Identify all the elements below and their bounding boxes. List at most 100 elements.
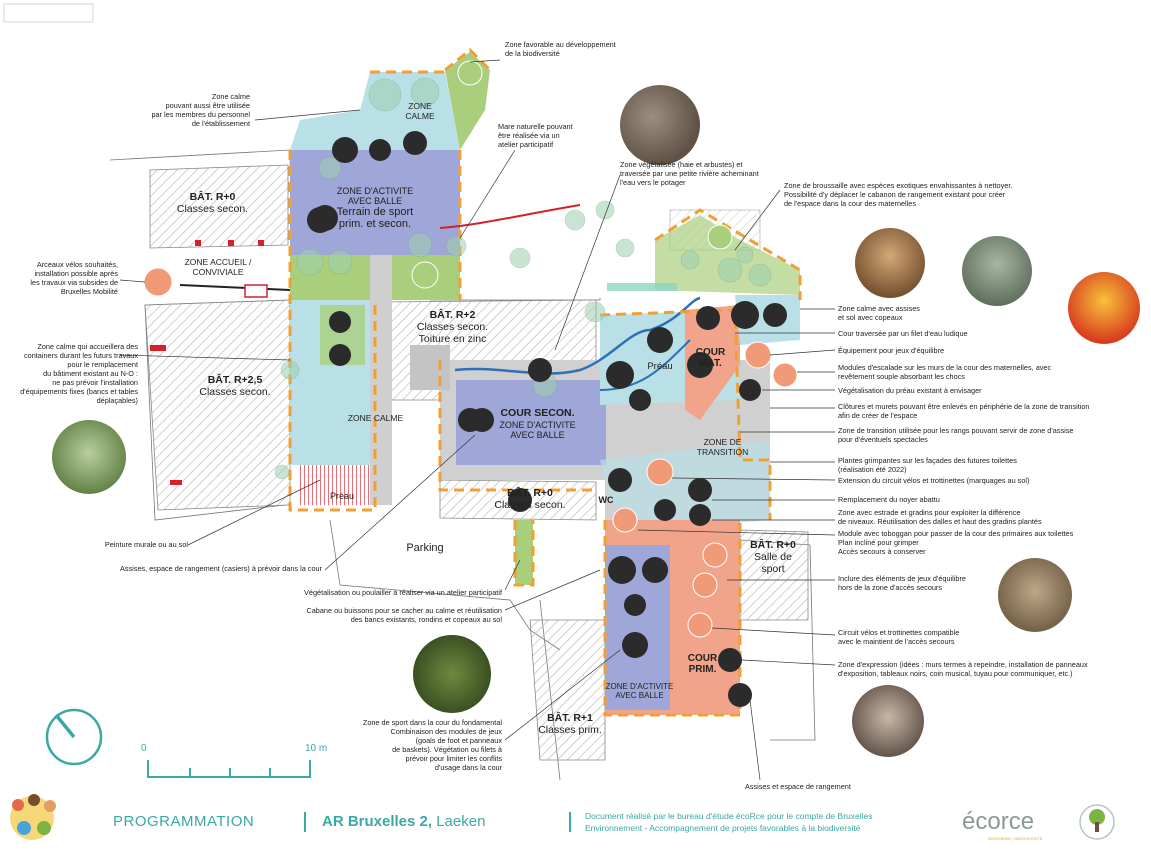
annotation-r3: Équipement pour jeux d'équilibre bbox=[838, 346, 945, 355]
tree-icon-mat bbox=[687, 352, 713, 378]
people-icon-mat bbox=[647, 327, 673, 353]
kids-illustration bbox=[10, 794, 56, 840]
photo-picnic-table bbox=[52, 420, 126, 494]
annotation-b1: Peinture murale ou au sol bbox=[104, 540, 188, 549]
bike-icon-trans bbox=[646, 458, 674, 486]
trees bbox=[274, 77, 772, 480]
photo-hideout bbox=[413, 635, 491, 713]
annotation-r2: Cour traversée par un filet d'eau ludiqu… bbox=[838, 329, 968, 338]
storage-icon-mat bbox=[696, 306, 720, 330]
annotation-r6: Clôtures et murets pouvant être enlevés … bbox=[838, 402, 1090, 420]
annotation-b5: Zone de sport dans la cour du fondamenta… bbox=[362, 718, 502, 772]
sport-icon-prim bbox=[622, 632, 648, 658]
annotation-r11: Zone avec estrade et gradins pour exploi… bbox=[838, 508, 1042, 526]
annotation-r15: Zone d'expression (idées : murs termes à… bbox=[838, 660, 1088, 678]
zone-accueil-label: ZONE ACCUEIL /CONVIVIALE bbox=[184, 257, 252, 277]
building-r2-5 bbox=[144, 299, 291, 511]
annotation-r12: Module avec toboggan pour passer de la c… bbox=[838, 529, 1074, 556]
annotation-b4: Cabane ou buissons pour se cacher au cal… bbox=[306, 606, 502, 624]
bench-icon bbox=[329, 344, 351, 366]
storage-icon bbox=[629, 389, 651, 411]
board-icon bbox=[458, 408, 482, 432]
annotation-r7: Zone de transition utilisée pour les ran… bbox=[838, 426, 1074, 444]
wc-label: WC bbox=[598, 495, 614, 505]
scale-start-label: 0 bbox=[141, 743, 147, 754]
annotation-r5: Végétalisation du préau existant à envis… bbox=[838, 386, 982, 395]
people-icon-trans bbox=[689, 504, 711, 526]
zone-activity-top bbox=[290, 150, 460, 255]
zone-calme-left-label: ZONE CALME bbox=[347, 413, 404, 423]
tent-icon bbox=[606, 361, 634, 389]
annotation-b6: Assises et espace de rangement bbox=[745, 782, 851, 791]
emergency-icon bbox=[702, 542, 728, 568]
tree-icon-trans2 bbox=[688, 478, 712, 502]
fountain-icon-prim bbox=[624, 594, 646, 616]
annotation-b3: Végétalisation ou poulailler à réaliser … bbox=[304, 588, 502, 597]
scale-end-label: 10 m bbox=[305, 743, 328, 754]
tent-icon-prim bbox=[608, 556, 636, 584]
scale-bar bbox=[147, 760, 311, 778]
balance-icon bbox=[744, 341, 772, 369]
preau-veg-icon bbox=[739, 379, 761, 401]
footer-project: AR Bruxelles 2, Laeken bbox=[322, 813, 486, 830]
zone-green-strip bbox=[515, 520, 533, 585]
photo-woodchips bbox=[855, 228, 925, 298]
bench-icon-prim bbox=[642, 557, 668, 583]
preau-mat-label: Préau bbox=[647, 361, 673, 372]
expression-icon bbox=[718, 648, 742, 672]
annotation-r9: Extension du circuit vélos et trottinett… bbox=[838, 476, 1030, 485]
storage-icon-prim bbox=[728, 683, 752, 707]
zone-borders bbox=[288, 47, 802, 717]
ecorce-logo-text: écorce bbox=[962, 808, 1035, 835]
tent-icon-right bbox=[731, 301, 759, 329]
building-r1 bbox=[529, 619, 606, 761]
parking-label: Parking bbox=[406, 542, 444, 554]
annotation-broussaille: Zone de broussaille avec espèces exotiqu… bbox=[784, 181, 1013, 208]
broussaille-icon bbox=[707, 224, 733, 250]
annotation-arceaux: Arceaux vélos souhaités,installation pos… bbox=[30, 260, 118, 296]
annotation-r4: Modules d'escalade sur les murs de la co… bbox=[838, 363, 1052, 381]
no-ball-icon bbox=[332, 137, 358, 163]
footer-section-title: PROGRAMMATION bbox=[113, 813, 255, 830]
photo-climbing-wall bbox=[1068, 272, 1140, 344]
annotation-r10: Remplacement du noyer abattu bbox=[838, 495, 940, 504]
photo-balance-game bbox=[998, 558, 1072, 632]
fountain-icon bbox=[369, 139, 391, 161]
leader-lines bbox=[119, 59, 836, 781]
footer-credit: Document réalisé par le bureau d'étude é… bbox=[585, 811, 873, 833]
ecorce-logo-sub: INGÉNIERIE | BIODIVERSITÉ bbox=[988, 836, 1043, 841]
photo-pond bbox=[620, 85, 700, 165]
slide-icon bbox=[612, 507, 638, 533]
north-arrow bbox=[45, 708, 103, 766]
climbing-icon bbox=[772, 362, 798, 388]
bench-icon-right bbox=[763, 303, 787, 327]
annotation-b2: Assises, espace de rangement (casiers) à… bbox=[120, 564, 322, 573]
bike-icon-prim bbox=[687, 612, 713, 638]
equipment-icons bbox=[143, 60, 798, 707]
annotation-r8: Plantes grimpantes sur les façades des f… bbox=[838, 456, 1017, 474]
photo-expression-wall bbox=[852, 685, 924, 757]
water-stream bbox=[454, 296, 701, 375]
bench-icon-mid bbox=[508, 488, 532, 512]
ecorce-logo-mark bbox=[1079, 804, 1115, 840]
tree-icon-trans bbox=[654, 499, 676, 521]
zone-transition-green bbox=[600, 440, 770, 530]
